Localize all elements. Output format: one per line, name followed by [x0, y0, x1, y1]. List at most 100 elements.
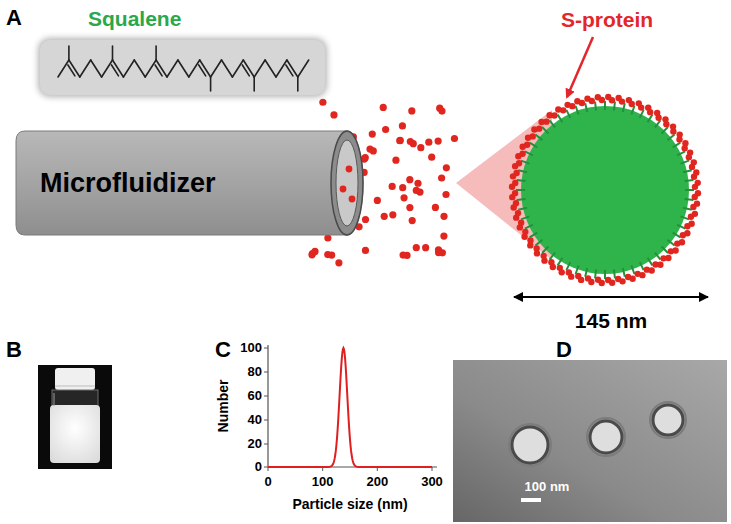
chemical-bond [80, 60, 91, 77]
glass-highlight [54, 393, 55, 406]
tick [264, 396, 268, 397]
protein-head [519, 151, 525, 157]
cylinder-bore [336, 140, 358, 226]
protein-stalk [684, 180, 693, 181]
protein-stalk [558, 115, 563, 123]
chemical-bond [232, 60, 243, 77]
protein-stalk [614, 102, 615, 111]
protein-stalk [655, 120, 661, 127]
chemical-bond [145, 60, 156, 77]
chemical-bond [211, 60, 222, 77]
squalene-structure [40, 40, 325, 95]
protein-dot [413, 244, 420, 251]
chemical-bond [167, 60, 178, 77]
squalene-core [521, 106, 689, 274]
protein-stalk [623, 268, 625, 277]
protein-head [692, 194, 698, 200]
y-axis [267, 345, 268, 467]
protein-stalk [677, 225, 685, 229]
protein-stalk [662, 127, 668, 133]
tick [264, 467, 268, 468]
protein-dot [432, 204, 439, 211]
chemical-bond [254, 60, 265, 77]
protein-head [638, 104, 644, 110]
protein-stalk [648, 258, 653, 266]
protein-head [527, 237, 533, 243]
protein-corona [509, 94, 701, 286]
vial-photo [38, 365, 112, 469]
scale-bar [521, 498, 541, 502]
protein-dot [414, 180, 421, 187]
protein-head [676, 136, 682, 142]
panel-label: A [6, 6, 22, 30]
chemical-bond [189, 60, 200, 77]
protein-dot [451, 135, 458, 142]
protein-head [655, 115, 661, 121]
chemical-bond [265, 60, 276, 77]
protein-dot [340, 186, 347, 193]
protein-dot [389, 183, 396, 190]
protein-head [575, 273, 581, 279]
protein-head [548, 259, 554, 265]
tem-particle [653, 405, 683, 435]
protein-stalk [535, 135, 542, 141]
size-distribution-curve [268, 348, 432, 467]
squalene-box: Squalene [40, 40, 325, 95]
tick-label: 100 [240, 341, 262, 355]
protein-head [680, 232, 686, 238]
protein-dot [400, 194, 407, 201]
protein-dot [440, 213, 447, 220]
chemical-bond [112, 46, 114, 60]
vial-cap [55, 368, 95, 390]
protein-head [599, 97, 605, 103]
protein-dot [406, 204, 413, 211]
protein-stalk [530, 143, 538, 148]
protein-dot [435, 249, 442, 256]
protein-head [536, 125, 542, 131]
protein-stalk [530, 233, 538, 238]
protein-dot [425, 139, 432, 146]
protein-stalk [677, 151, 685, 155]
chemical-bond [178, 60, 189, 77]
tick [264, 444, 268, 445]
chemical-bond [199, 65, 206, 76]
protein-head [513, 170, 519, 176]
tick [264, 372, 268, 373]
protein-stalk [550, 253, 556, 260]
protein-dot [440, 232, 447, 239]
annotation-label: S-protein [561, 8, 653, 31]
protein-head [516, 160, 522, 166]
protein-head [512, 180, 518, 186]
protein-dot [406, 176, 413, 183]
protein-stalk [518, 208, 527, 210]
chemical-bond [58, 60, 69, 77]
tick-label: 200 [366, 475, 388, 489]
protein-stalk [685, 189, 694, 191]
panel-label: D [556, 338, 572, 362]
protein-dots [308, 99, 458, 267]
chemical-bond [134, 60, 145, 77]
protein-dot [362, 247, 369, 254]
scale-bar-label: 100 nm [525, 480, 570, 494]
protein-stalk [614, 269, 615, 278]
protein-dot [438, 174, 445, 181]
tem-particle [512, 427, 548, 463]
protein-head [691, 174, 697, 180]
protein-stalk [521, 161, 529, 164]
protein-head [668, 248, 674, 254]
protein-dot [407, 138, 414, 145]
protein-stalk [655, 253, 661, 260]
protein-dot [416, 189, 423, 196]
tem-image [453, 360, 727, 522]
dimension-arrow [514, 296, 708, 298]
protein-head [689, 164, 695, 170]
protein-head [670, 128, 676, 134]
dimension-label: 145 nm [575, 309, 647, 332]
protein-head [518, 219, 524, 225]
chemical-bond [287, 60, 298, 77]
protein-dot [366, 145, 373, 152]
protein-dot [319, 99, 326, 106]
protein-stalk [558, 258, 563, 266]
protein-dot [428, 154, 435, 161]
pointer-arrow [567, 37, 593, 97]
